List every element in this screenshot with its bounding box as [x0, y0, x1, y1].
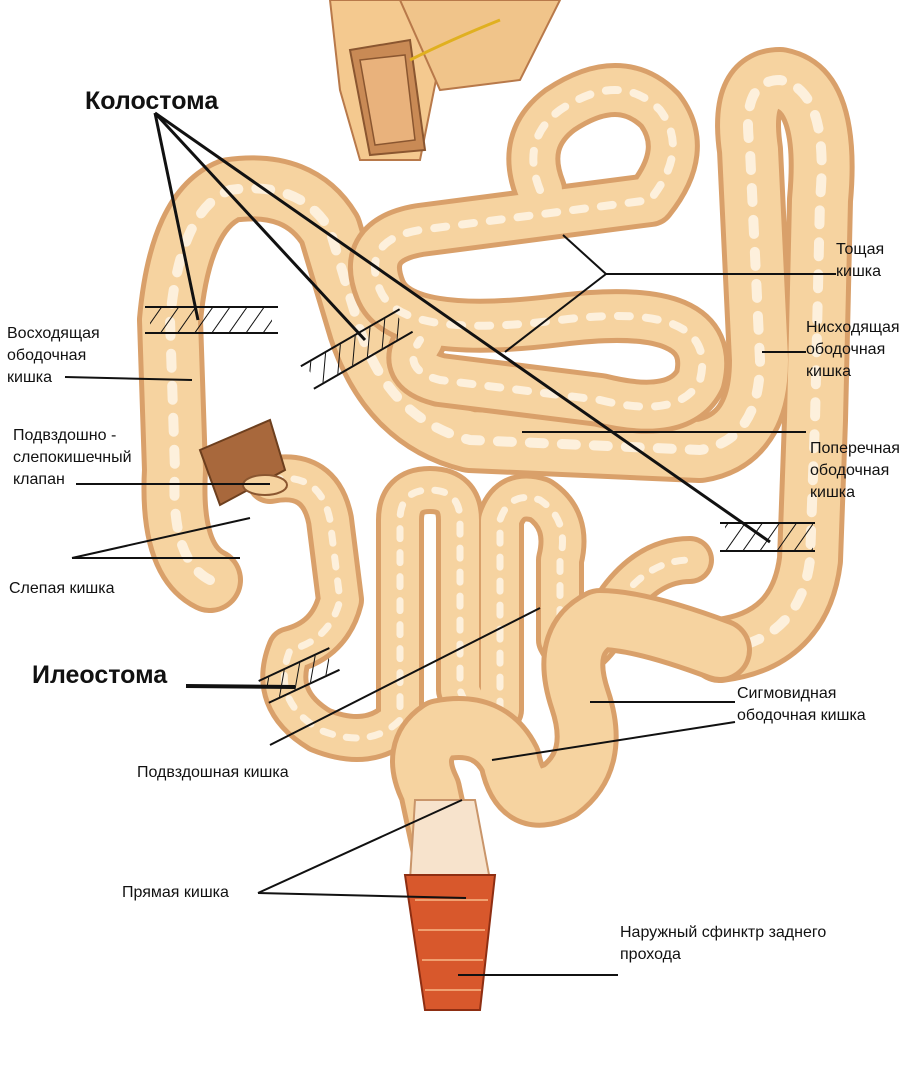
ascending-colon-label: Восходящая ободочная кишка [7, 325, 100, 386]
cecum-label: Слепая кишка [9, 580, 115, 597]
descending-colon-label: Нисходящая ободочная кишка [806, 319, 900, 380]
jejunum-label: Тощая кишка [836, 241, 885, 280]
jejunum-loops [348, 63, 730, 434]
colon [137, 47, 855, 683]
ileum-label: Подвздошная кишка [137, 764, 289, 781]
stomach-region [328, 0, 562, 161]
leader-lines [64, 111, 836, 976]
transverse-colon-label: Поперечная ободочная кишка [810, 440, 900, 501]
anal-sphincter [403, 874, 497, 1011]
colostomy-label: Колостома [85, 87, 219, 115]
sigmoid-colon-label: Сигмовидная ободочная кишка [737, 685, 866, 724]
ileocecal-valve-label: Подвздошно - слепокишечный клапан [13, 427, 132, 488]
rectum-label: Прямая кишка [122, 884, 229, 901]
ileostomy-label: Илеостома [32, 661, 168, 689]
external-sphincter-label: Наружный сфинктр заднего прохода [620, 924, 827, 963]
rectum [408, 799, 492, 881]
cecum-opening [198, 418, 288, 507]
sigmoid-colon [390, 588, 752, 892]
